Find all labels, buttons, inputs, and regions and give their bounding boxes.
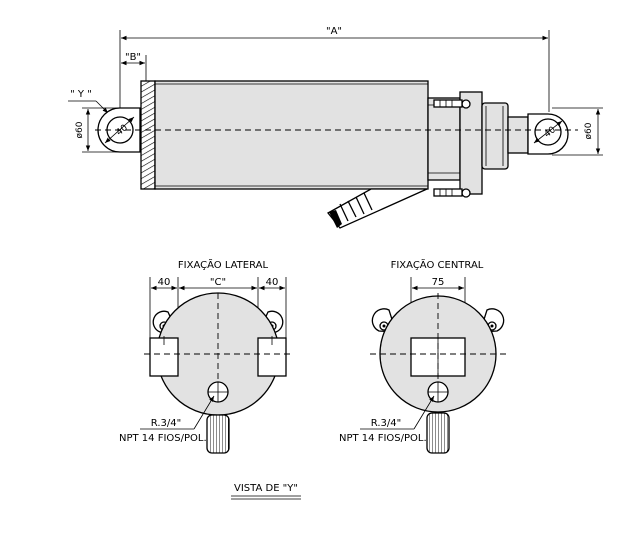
dimension-a: "A" [119, 26, 550, 112]
dimension-b: "B" [121, 52, 147, 82]
cylinder-barrel [154, 80, 429, 190]
view-y-marker: " Y " [68, 89, 109, 114]
central-dimension-75: 75 [432, 277, 445, 288]
inclined-port-fitting [327, 188, 428, 229]
lateral-trunnion-left [149, 336, 179, 377]
lateral-dimension-c: "C" [210, 277, 226, 288]
dimension-b-label: "B" [125, 52, 141, 63]
right-diameter-label: ø60 [584, 122, 594, 139]
left-diameter-label: ø60 [75, 121, 85, 138]
knurled-ring [140, 80, 156, 190]
central-port [426, 381, 450, 454]
dimension-a-label: "A" [326, 26, 342, 37]
right-eye-mount: 40 ø60 [527, 107, 603, 156]
head-flange [427, 91, 483, 198]
central-mount-view: FIXAÇÃO CENTRAL 75 [339, 258, 506, 454]
central-port-size: R.3/4" [371, 418, 401, 429]
view-caption: VISTA DE "Y" [231, 483, 301, 500]
lateral-port-thread: NPT 14 FIOS/POL. [119, 433, 207, 444]
lateral-mount-view: FIXAÇÃO LATERAL 40 "C" 40 [119, 258, 292, 454]
lateral-trunnion-right [257, 336, 287, 377]
rod-gland [481, 102, 509, 170]
side-view: "A" "B" " Y " 40 ø60 [68, 26, 603, 229]
lateral-dimension-left: 40 [158, 277, 171, 288]
lateral-port [206, 381, 230, 454]
piston-rod [507, 116, 529, 154]
central-port-thread: NPT 14 FIOS/POL. [339, 433, 427, 444]
lateral-dimension-right: 40 [266, 277, 279, 288]
view-y-label: " Y " [70, 89, 92, 100]
central-mount-title: FIXAÇÃO CENTRAL [391, 258, 484, 271]
lateral-port-size: R.3/4" [151, 418, 181, 429]
view-caption-text: VISTA DE "Y" [234, 483, 298, 494]
lateral-mount-title: FIXAÇÃO LATERAL [178, 258, 269, 271]
